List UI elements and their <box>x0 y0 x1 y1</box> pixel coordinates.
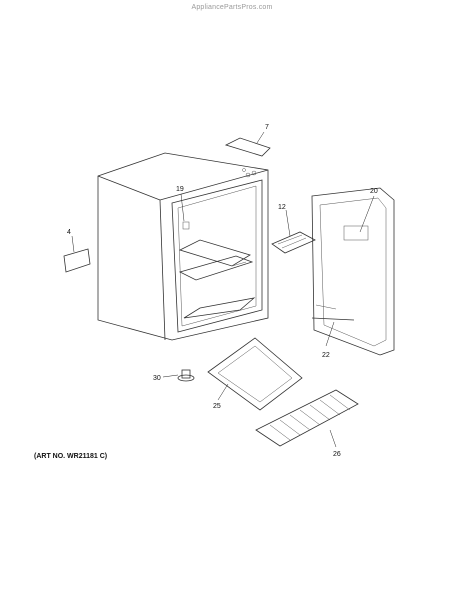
callout-7: 7 <box>265 124 269 131</box>
part-30-drawing <box>177 369 195 382</box>
callout-25: 25 <box>213 403 221 410</box>
callout-19: 19 <box>176 186 184 193</box>
callout-4: 4 <box>67 229 71 236</box>
callout-30: 30 <box>153 375 161 382</box>
watermark-text: AppliancePartsPros.com <box>191 4 273 11</box>
part-26-drawing <box>255 389 359 447</box>
callout-26: 26 <box>333 451 341 458</box>
art-number-label: (ART NO. WR21181 C) <box>34 453 108 460</box>
callout-12: 12 <box>278 204 286 211</box>
part-12-drawing <box>271 231 316 254</box>
cabinet-drawing <box>97 152 269 341</box>
part-4-drawing <box>63 248 91 273</box>
door-drawing <box>311 187 395 356</box>
callout-22: 22 <box>322 352 330 359</box>
leader-lines <box>71 131 375 448</box>
part-25-drawing <box>207 337 303 411</box>
callout-20: 20 <box>370 188 378 195</box>
part-7-drawing <box>224 137 271 157</box>
